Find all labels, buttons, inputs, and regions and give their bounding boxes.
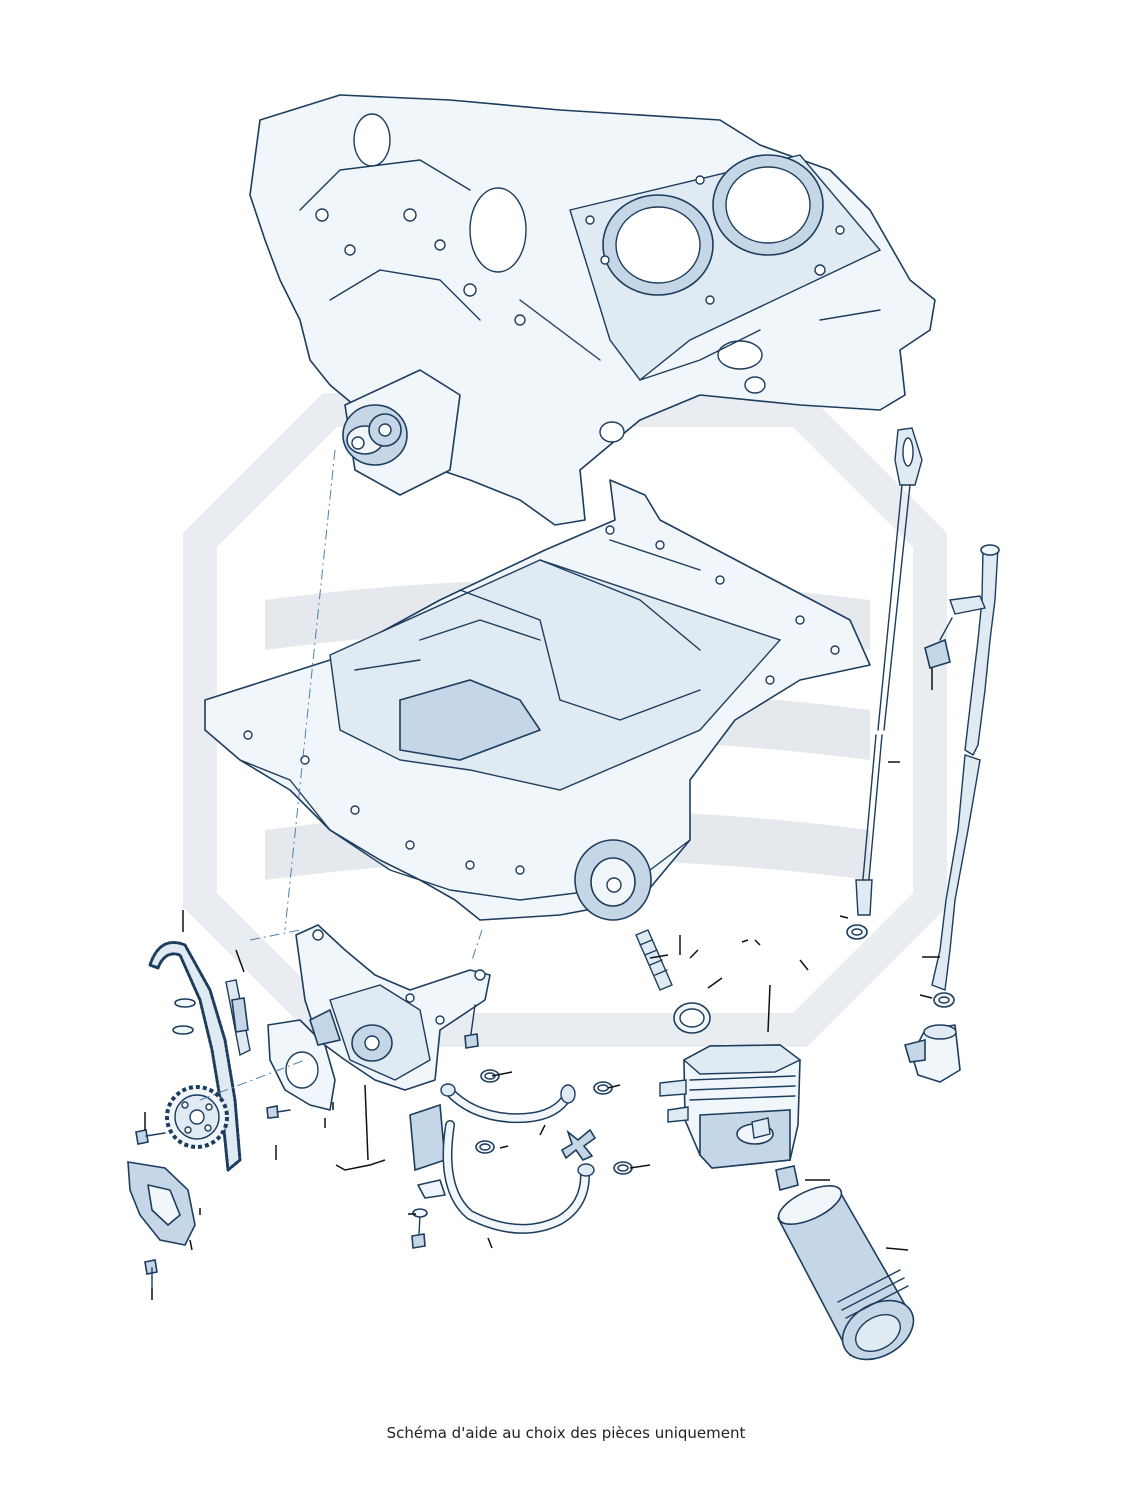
leader-lines	[144, 668, 940, 1300]
alignment-lines	[199, 449, 483, 1101]
seal-ring[interactable]	[673, 1002, 711, 1034]
chain-tensioner[interactable]	[225, 979, 251, 1057]
bolt[interactable]	[924, 617, 953, 670]
bolt[interactable]	[464, 1004, 479, 1049]
bolt[interactable]	[135, 1129, 166, 1145]
caption: Schéma d'aide au choix des pièces unique…	[386, 1424, 746, 1442]
oil-pipe[interactable]	[440, 1083, 576, 1124]
seal-ring[interactable]	[480, 1069, 500, 1083]
threaded-connector[interactable]	[635, 929, 673, 991]
pipe-bracket[interactable]	[409, 1103, 446, 1199]
threaded-connector[interactable]	[775, 1165, 799, 1192]
timing-chain[interactable]	[148, 941, 242, 1172]
bolt[interactable]	[411, 1208, 428, 1249]
oil-filter[interactable]	[773, 1178, 924, 1372]
crankshaft-sprocket[interactable]	[368, 413, 402, 447]
seal-ring[interactable]	[613, 1161, 633, 1175]
oil-pipe[interactable]	[442, 1120, 595, 1234]
chain-cover[interactable]	[127, 1161, 196, 1246]
seal-ring[interactable]	[933, 992, 955, 1008]
engine-block[interactable]	[249, 94, 936, 526]
bolt[interactable]	[144, 1259, 158, 1289]
pipe-bracket[interactable]	[903, 1024, 961, 1083]
dipstick-guide-tube[interactable]	[931, 544, 1000, 991]
pipe-bracket[interactable]	[560, 1128, 597, 1161]
oil-dipstick[interactable]	[855, 427, 923, 916]
oil-pump[interactable]	[295, 924, 491, 1091]
oil-cooler[interactable]	[659, 1044, 802, 1169]
seal-ring[interactable]	[846, 924, 868, 940]
seal-ring[interactable]	[593, 1081, 613, 1095]
oil-pump-sprocket[interactable]	[165, 1085, 229, 1149]
seal-ring[interactable]	[475, 1140, 495, 1154]
bolt[interactable]	[266, 1105, 291, 1119]
bolt[interactable]	[172, 998, 196, 1035]
oil-sump[interactable]	[204, 479, 871, 921]
